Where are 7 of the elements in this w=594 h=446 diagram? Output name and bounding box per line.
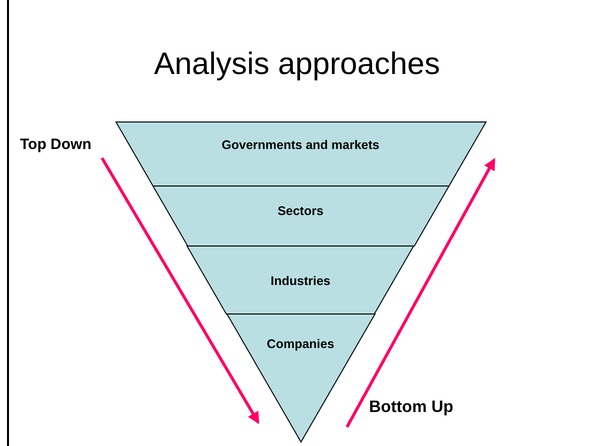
band-label: Industries — [270, 274, 330, 288]
band-label: Governments and markets — [222, 138, 380, 152]
band-label: Sectors — [278, 204, 324, 218]
direction-label: Bottom Up — [369, 398, 454, 417]
title: Analysis approaches — [152, 46, 442, 82]
band-label: Companies — [266, 337, 334, 351]
direction-label: Top Down — [20, 136, 92, 153]
